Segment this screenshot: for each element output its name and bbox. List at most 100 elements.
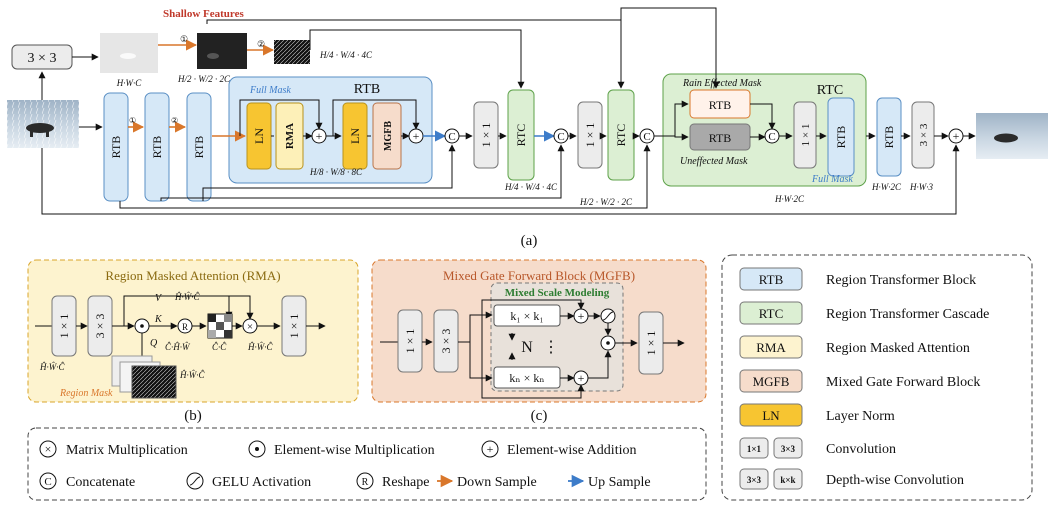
svg-text:C: C xyxy=(643,131,650,143)
step2-mini: ② xyxy=(171,116,178,125)
step1-mini: ① xyxy=(129,116,136,125)
legend-label-mgfb: Mixed Gate Forward Block xyxy=(826,375,980,390)
caption-b: (b) xyxy=(184,408,202,424)
rma-dim-v: Ĥ·Ŵ·Ĉ xyxy=(174,292,200,302)
step2-label: ② xyxy=(257,39,265,49)
attention-map xyxy=(207,313,233,339)
legend-conv-a: 1×1 xyxy=(747,444,762,454)
op-up: Up Sample xyxy=(588,475,651,490)
rtc-detail-title: RTC xyxy=(817,83,843,98)
rtb-uneffected: RTB xyxy=(709,131,732,145)
rtb-detail-title: RTB xyxy=(354,82,380,97)
rtb-final xyxy=(876,97,902,177)
caption-c: (c) xyxy=(531,408,548,424)
svg-text:RTB: RTB xyxy=(192,136,206,159)
conv1x1-a1 xyxy=(473,101,499,169)
rma-dim-out: Ĥ·Ŵ·Ĉ xyxy=(247,342,273,352)
dim-hw3: H·W·3 xyxy=(909,182,933,192)
dim-hw2c: H·W·2C xyxy=(774,194,805,204)
operator-key: × Matrix Multiplication Element-wise Mul… xyxy=(27,427,707,501)
dim-h2w2-2c-bottom: H/2 · W/2 · 2C xyxy=(579,197,633,207)
svg-text:+: + xyxy=(953,129,960,143)
svg-text:3 × 3: 3 × 3 xyxy=(918,123,930,146)
legend-label-rtb: Region Transformer Block xyxy=(826,273,976,288)
legend-tag-rtb: RTB xyxy=(759,272,784,287)
uneffected-mask-label: Uneffected Mask xyxy=(680,156,748,167)
diagram-b: Region Masked Attention (RMA) 1 × 1 3 × … xyxy=(27,259,359,424)
svg-text:⋮: ⋮ xyxy=(543,339,559,356)
svg-text:C: C xyxy=(44,476,51,488)
dwconv-k1: k₁ × k₁ xyxy=(510,309,543,323)
rtb-detail: RTB Full Mask LN RMA + LN MGFB + H/8 · W… xyxy=(212,76,433,184)
svg-text:RTC: RTC xyxy=(614,124,628,147)
dim-hwc: H·W·C xyxy=(116,78,142,88)
step1-label: ① xyxy=(180,34,188,44)
legend-tag-mgfb: MGFB xyxy=(753,374,790,389)
legend-swatch-ln xyxy=(739,403,803,427)
legend-swatch-rtb xyxy=(739,267,803,291)
svg-text:1 × 1: 1 × 1 xyxy=(583,123,597,148)
op-gelu: GELU Activation xyxy=(212,475,311,490)
region-mask-label: Region Mask xyxy=(59,388,113,399)
full-mask-rtc-label: Full Mask xyxy=(811,174,853,185)
shallow-features-label: Shallow Features xyxy=(163,8,244,20)
rma-title: Region Masked Attention (RMA) xyxy=(105,268,280,283)
rma-dim-chw: Ĉ·Ĥ·Ŵ xyxy=(165,342,191,352)
downsample2-map xyxy=(274,40,310,64)
rma-k: K xyxy=(154,314,163,325)
dim-hw2c-final: H·W·2C xyxy=(871,182,902,192)
dim-h4w4-4c-top: H/4 · W/4 · 4C xyxy=(319,50,373,60)
svg-text:×: × xyxy=(45,442,52,456)
op-concat: Concatenate xyxy=(66,475,135,490)
downsample1-map xyxy=(197,33,247,69)
op-elemadd: Element-wise Addition xyxy=(507,443,636,458)
rma-conv1x1-out: 1 × 1 xyxy=(287,314,301,339)
legend-tag-ln: LN xyxy=(762,408,780,423)
svg-text:C: C xyxy=(557,131,564,143)
full-mask-label: Full Mask xyxy=(249,85,291,96)
rma-conv1x1-in: 1 × 1 xyxy=(57,314,71,339)
rtc-detail: RTC Rain Effected Mask RTB RTB Uneffecte… xyxy=(620,7,867,187)
legend-dw-a: 3×3 xyxy=(747,475,762,485)
mgfb-conv1x1-in: 1 × 1 xyxy=(403,329,417,354)
op-matmul: Matrix Multiplication xyxy=(66,443,188,458)
add-1: + xyxy=(316,129,323,143)
diagram-a: 3 × 3 H·W·C Shallow Features ① ② H/4 · W… xyxy=(7,7,1048,249)
rtc-conv1x1: 1 × 1 xyxy=(800,124,812,147)
rma-dim-q: Ĥ·Ŵ·Ĉ xyxy=(179,370,205,380)
legend-label-ln: Layer Norm xyxy=(826,409,895,424)
svg-text:RTC: RTC xyxy=(514,124,528,147)
rtb-rain: RTB xyxy=(709,98,732,112)
rtc-level3 xyxy=(507,89,535,181)
svg-text:1 × 1: 1 × 1 xyxy=(479,123,493,148)
rma-dim-in: Ĥ·Ŵ·Ĉ xyxy=(39,362,65,372)
svg-text:C: C xyxy=(448,131,455,143)
mgfb-conv3x3: 3 × 3 xyxy=(439,329,453,354)
rtc-concat: C xyxy=(768,131,775,143)
rma-dim-cc: Ĉ·Ĉ xyxy=(212,342,227,352)
mgfb-conv1x1-out: 1 × 1 xyxy=(644,331,658,356)
branch-count: N xyxy=(521,339,533,356)
dim-h8w8-8c: H/8 · W/8 · 8C xyxy=(309,167,363,177)
ln-2: LN xyxy=(348,128,362,144)
mgfb-box: MGFB xyxy=(383,121,394,151)
svg-text:+: + xyxy=(487,442,494,456)
svg-text:+: + xyxy=(578,309,585,323)
legend-tag-rtc: RTC xyxy=(759,306,784,321)
rain-effected-mask-label: Rain Effected Mask xyxy=(682,78,762,89)
svg-text:RTB: RTB xyxy=(150,136,164,159)
svg-text:+: + xyxy=(578,371,585,385)
rma-conv3x3: 3 × 3 xyxy=(93,314,107,339)
op-reshape: Reshape xyxy=(382,475,429,490)
legend-dw-b: k×k xyxy=(780,475,795,485)
rma-q: Q xyxy=(150,338,158,349)
svg-text:×: × xyxy=(247,321,253,333)
legend-swatch-mgfb xyxy=(739,369,803,393)
svg-text:R: R xyxy=(362,477,369,488)
legend-conv-label: Convolution xyxy=(826,442,896,457)
legend-dw-label: Depth-wise Convolution xyxy=(826,473,964,488)
svg-text:RTB: RTB xyxy=(109,136,123,159)
rma-box: RMA xyxy=(284,123,296,149)
legend-conv-b: 3×3 xyxy=(781,444,796,454)
